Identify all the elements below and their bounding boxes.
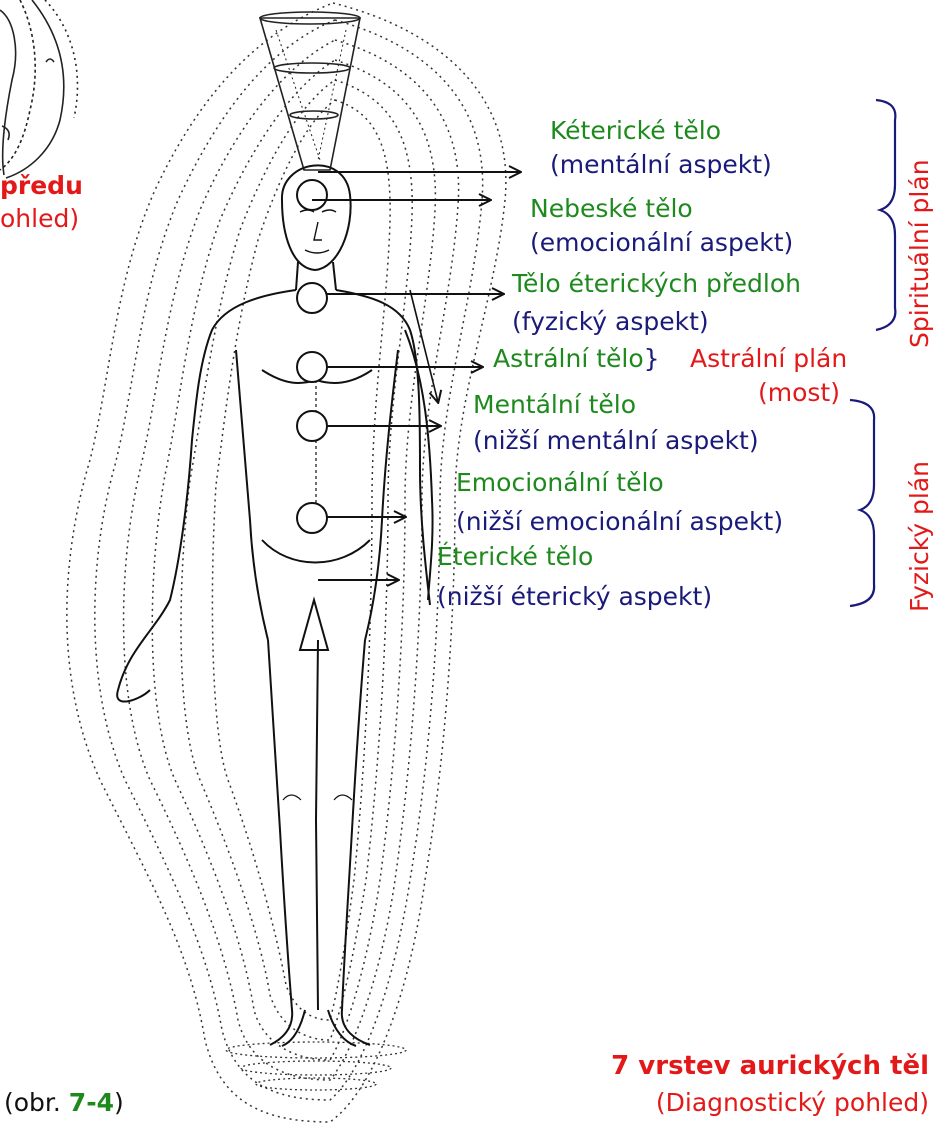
layer-name-keteric: Kéterické tělo [550, 118, 721, 143]
caption-title: 7 vrstev aurických těl [611, 1053, 929, 1079]
layer-aspect-etheric-template: (fyzický aspekt) [512, 309, 709, 334]
side-view-figure-fragment [0, 0, 77, 178]
chakra-sacral [297, 503, 327, 533]
plane-spiritual: Spirituální plán [905, 159, 934, 348]
layer-name-astral: Astrální tělo} [493, 346, 660, 371]
caption-subtitle: (Diagnostický pohled) [656, 1090, 929, 1115]
chakra-heart [297, 352, 327, 382]
plane-astral-bridge: (most) [758, 380, 840, 405]
layer-aspect-mental: (nižší mentální aspekt) [473, 428, 759, 453]
layer-aspect-emotional: (nižší emocionální aspekt) [456, 509, 783, 534]
figure-reference: (obr. 7-4) [4, 1090, 124, 1115]
layer-name-celestial: Nebeské tělo [530, 196, 693, 221]
plane-physical: Fyzický plán [905, 461, 934, 612]
layer-name-etheric: Éterické tělo [437, 544, 593, 569]
partial-caption-line2: ohled) [0, 206, 79, 231]
layer-aspect-celestial: (emocionální aspekt) [530, 230, 793, 255]
layer-aspect-etheric: (nižší éterický aspekt) [437, 584, 712, 609]
plane-astral: Astrální plán [690, 346, 847, 371]
braces [850, 100, 895, 606]
chakra-solar [297, 411, 327, 441]
human-figure [117, 165, 432, 1046]
layer-name-etheric-template: Tělo éterických předloh [512, 271, 801, 296]
spiritual-brace [876, 100, 895, 330]
chakras [297, 180, 327, 533]
partial-caption-line1: předu [0, 173, 83, 198]
layer-name-mental: Mentální tělo [473, 392, 636, 417]
crown-funnel [260, 12, 360, 170]
physical-brace [850, 400, 874, 606]
layer-aspect-keteric: (mentální aspekt) [550, 152, 772, 177]
ground-rings [226, 1042, 406, 1090]
chakra-throat [297, 283, 327, 313]
chakra-crown-brow [297, 180, 327, 210]
layer-name-emotional: Emocionální tělo [456, 470, 664, 495]
